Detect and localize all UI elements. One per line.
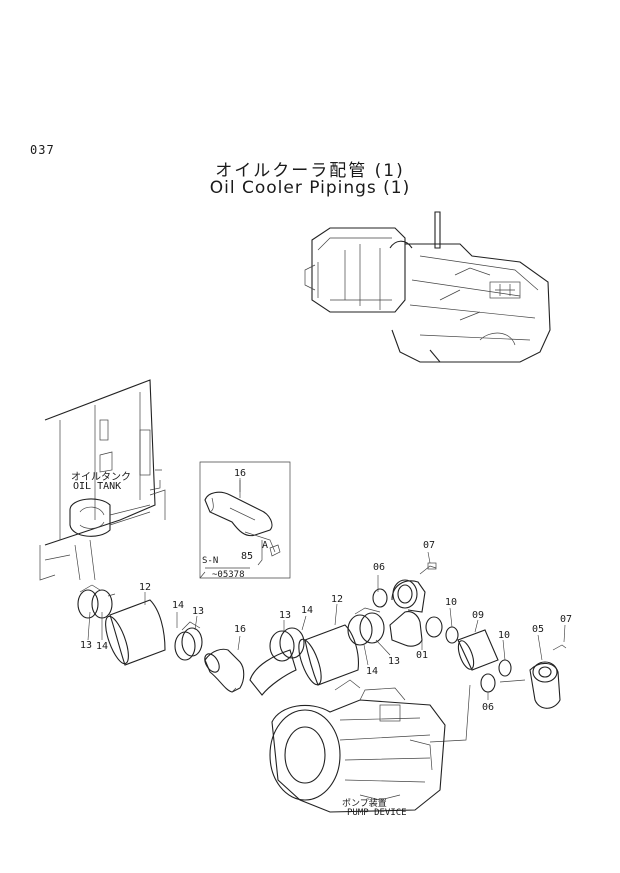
part-number: 06 — [373, 562, 386, 573]
part-number: 14 — [301, 605, 314, 616]
part-number: 01 — [416, 650, 429, 661]
part-number: 14 — [96, 641, 109, 652]
view-a-label: A — [262, 540, 269, 551]
part-number: 09 — [472, 610, 485, 621]
part-number: 16 — [234, 624, 247, 635]
pump-device-illustration — [269, 679, 446, 813]
part-number: 12 — [139, 582, 152, 593]
part-number: 13 — [279, 610, 292, 621]
oil-tank-illustration — [39, 379, 166, 581]
part-number: 07 — [423, 540, 436, 551]
title-english: Oil Cooler Pipings (1) — [209, 178, 411, 198]
part-number: 13 — [80, 640, 93, 651]
part-number: 14 — [172, 600, 185, 611]
oil-tank-label-ja: オイルタンク — [71, 472, 131, 483]
part-number: 16 — [234, 468, 247, 479]
hose-assembly-middle — [249, 562, 459, 696]
part-number: 05 — [532, 624, 545, 635]
part-number: 13 — [388, 656, 401, 667]
part-number: 07 — [560, 614, 573, 625]
oil-tank-label-en: OIL TANK — [73, 481, 122, 492]
inset-detail-box — [199, 461, 291, 579]
serial-number-label: S-N — [202, 556, 219, 566]
serial-number-range: ~05378 — [212, 570, 245, 580]
part-number: 06 — [482, 702, 495, 713]
part-number: 10 — [445, 597, 458, 608]
hose-assembly-left — [77, 584, 245, 693]
part-number: 12 — [331, 594, 344, 605]
part-number: 14 — [366, 666, 379, 677]
pump-device-label-en: PUMP DEVICE — [347, 808, 407, 818]
part-number: 85 — [241, 551, 254, 562]
page-code: 037 — [30, 143, 55, 157]
excavator-overview-illustration — [304, 211, 551, 363]
part-number: 13 — [192, 606, 205, 617]
pump-device-label-ja: ポンプ装置 — [342, 799, 387, 809]
leader-lines — [87, 478, 566, 700]
part-number: 10 — [498, 630, 511, 641]
fittings-right — [429, 629, 567, 743]
title-japanese: オイルクーラ配管 (1) — [215, 161, 405, 181]
